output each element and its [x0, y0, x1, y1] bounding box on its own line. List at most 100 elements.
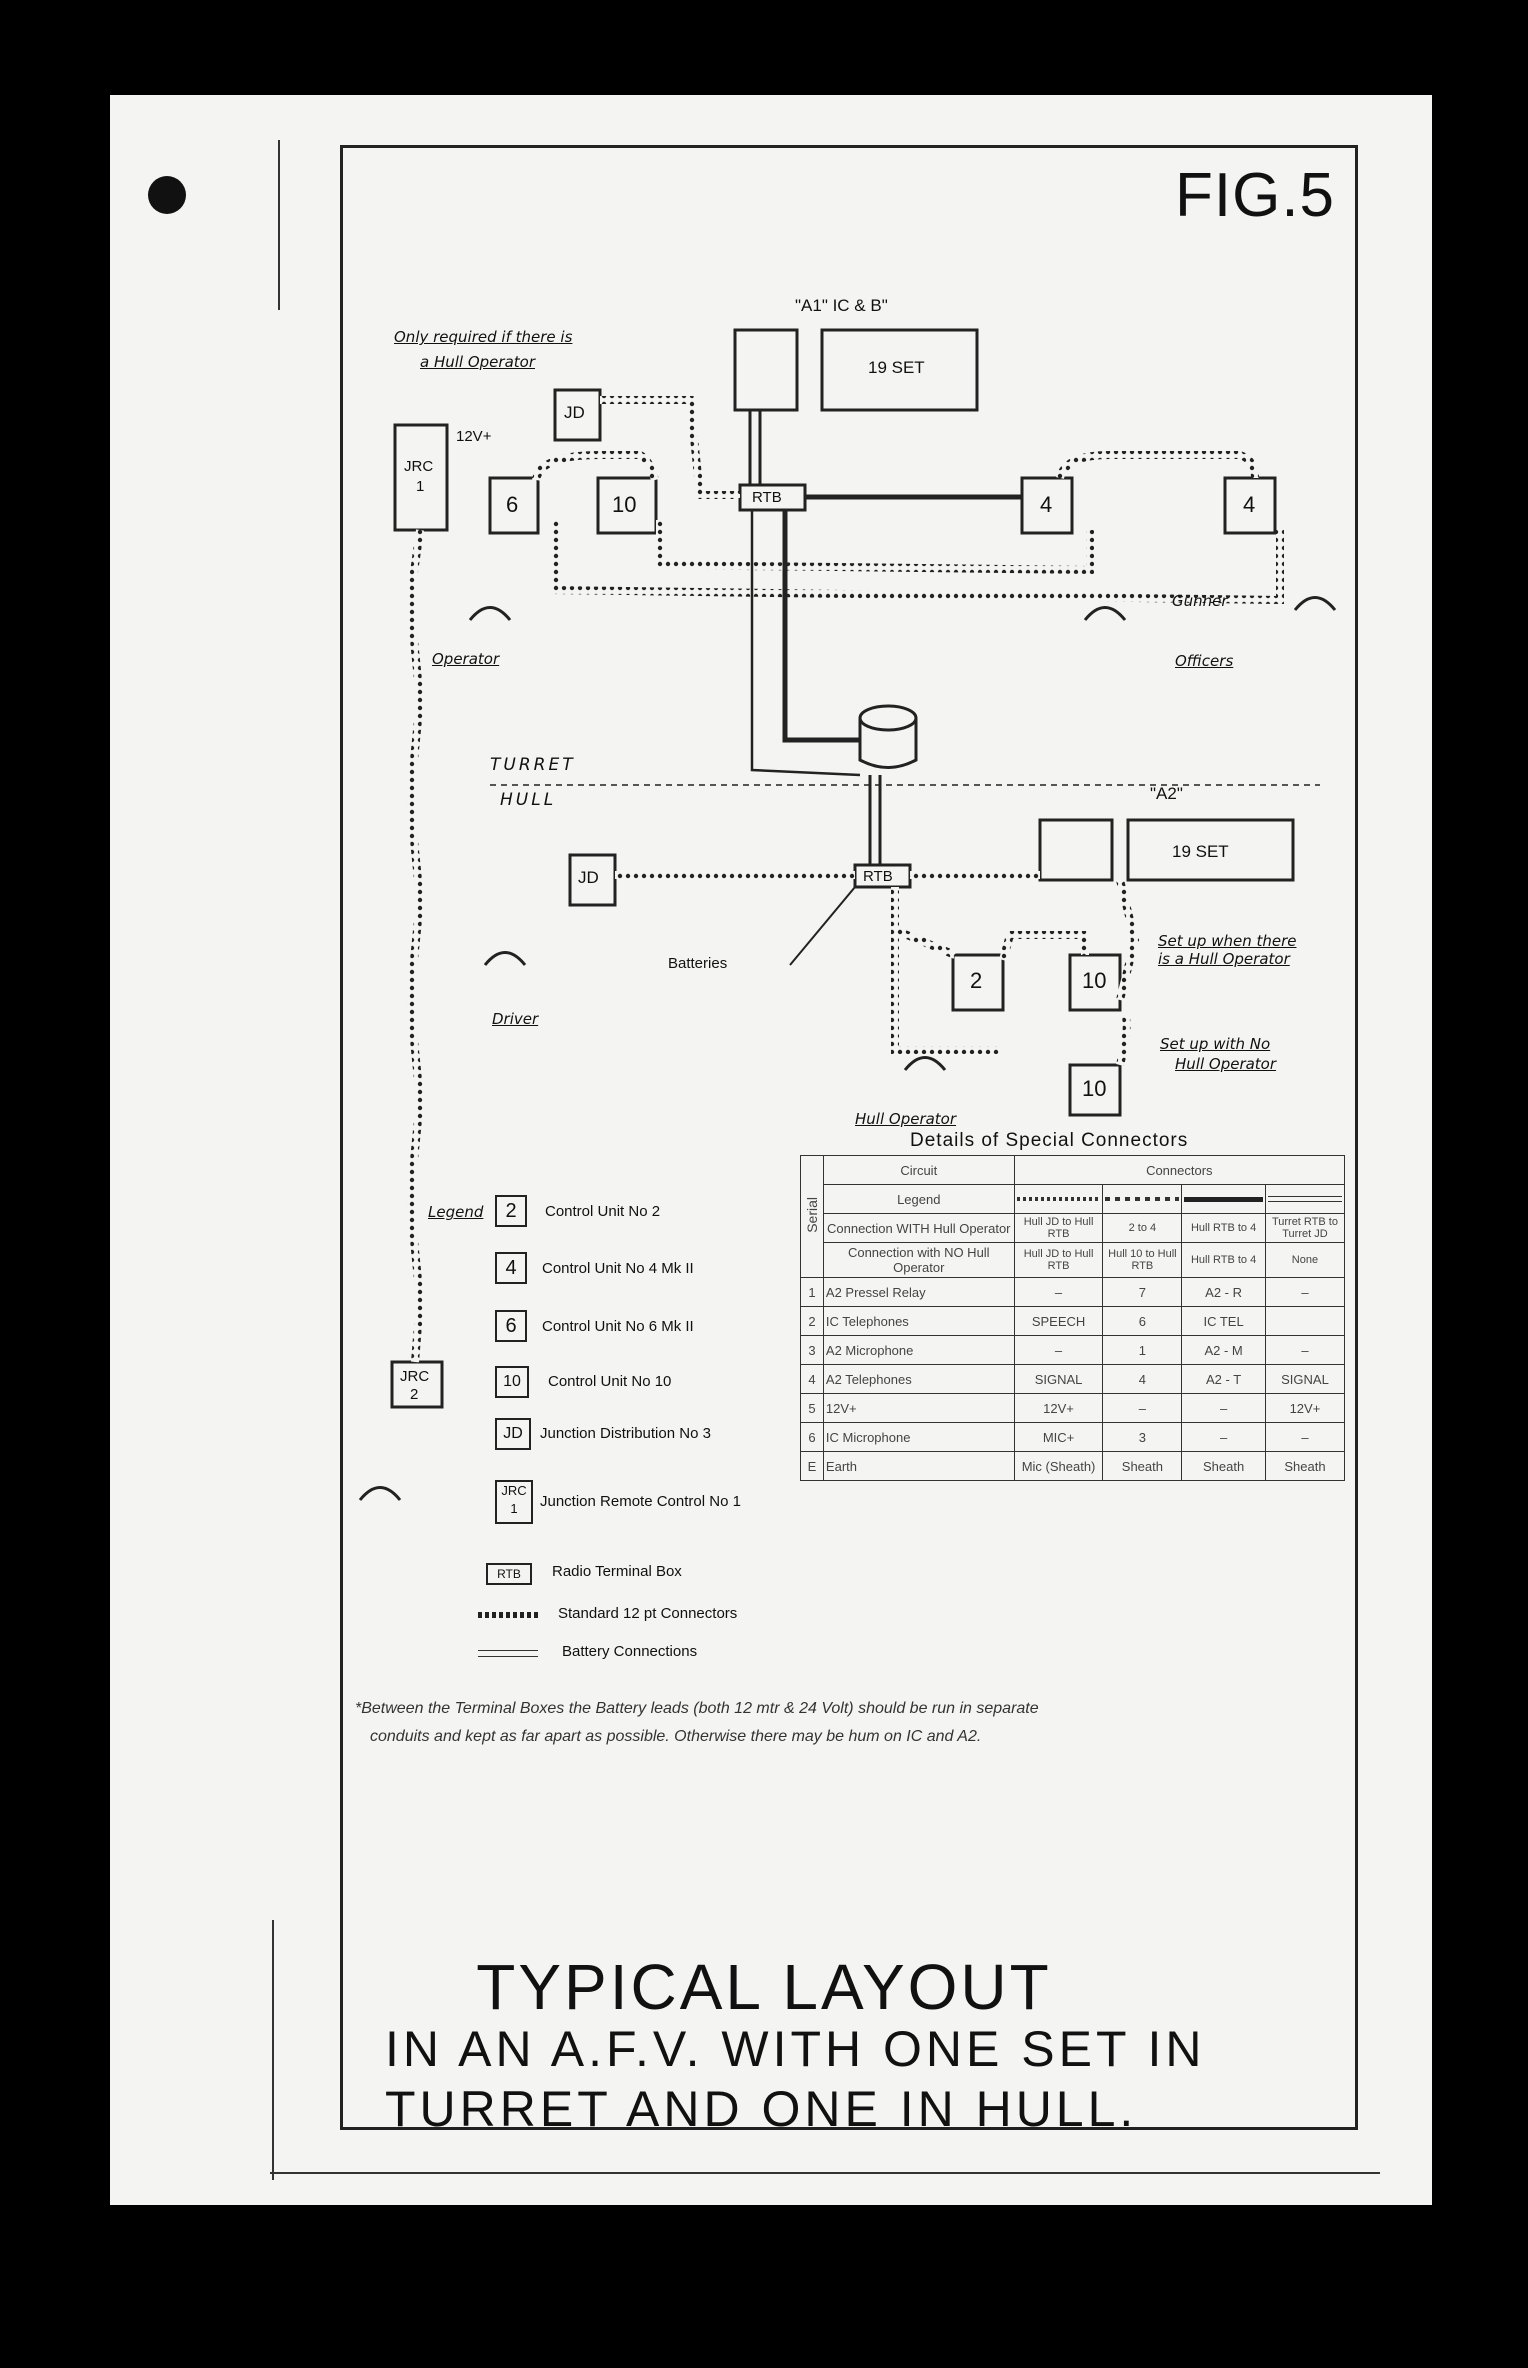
connector-jd-rtb — [600, 396, 740, 499]
turret-voltage-label: 12V+ — [456, 428, 492, 445]
connectors-table: Serial Circuit Connectors Legend Connect… — [800, 1155, 1346, 1481]
cell-c2: – — [1102, 1393, 1183, 1423]
connection-with-3: Hull RTB to 4 — [1181, 1213, 1266, 1243]
legend-symbol-6: 6 — [495, 1310, 527, 1342]
cell-circuit: A2 Pressel Relay — [822, 1277, 1015, 1307]
cell-serial: 4 — [800, 1364, 824, 1394]
turret-unit-4b-label: 4 — [1243, 492, 1256, 517]
turret-jd-label: JD — [564, 403, 585, 422]
cell-c2: 6 — [1102, 1306, 1183, 1336]
cell-c3: – — [1181, 1393, 1266, 1423]
turret-unit-4a-box — [1020, 476, 1074, 535]
driver-label: Driver — [492, 1010, 539, 1028]
hull-unit-2-label: 2 — [970, 968, 983, 993]
jrc1-label-2: 1 — [416, 478, 425, 495]
hull-rtb-label: RTB — [863, 868, 893, 885]
setup-without-line2: Hull Operator — [1175, 1055, 1277, 1073]
hull-set-label: 19 SET — [1172, 842, 1229, 861]
turret-unit-10-label: 10 — [612, 492, 637, 517]
legend-text-10: Control Unit No 10 — [548, 1373, 672, 1390]
bottom-edge-line — [270, 2172, 1380, 2174]
cell-serial: 3 — [800, 1335, 824, 1365]
legend-text-jrc: Junction Remote Control No 1 — [540, 1493, 741, 1510]
cell-c4: 12V+ — [1264, 1393, 1346, 1423]
margin-line-top — [278, 140, 280, 310]
hull-19-set-box — [1126, 818, 1295, 882]
cell-circuit: A2 Telephones — [822, 1364, 1015, 1394]
hull-set-group-label: "A2" — [1150, 784, 1183, 803]
cell-c1: MIC+ — [1013, 1422, 1104, 1452]
connection-without-3: Hull RTB to 4 — [1181, 1242, 1266, 1278]
drawing-frame — [340, 145, 1358, 2130]
turret-jd-box — [553, 388, 602, 442]
connector-set-10a — [1116, 879, 1140, 1001]
cell-c4: – — [1264, 1277, 1346, 1307]
turret-rtb-label: RTB — [752, 489, 782, 506]
legend-text-6: Control Unit No 6 Mk II — [542, 1318, 694, 1335]
legend-text-jd: Junction Distribution No 3 — [540, 1425, 711, 1442]
jrc1-label-1: JRC — [404, 458, 434, 475]
legend-row-label: Legend — [822, 1184, 1015, 1214]
hull-set-left-box — [1038, 818, 1114, 882]
connection-without-2: Hull 10 to Hull RTB — [1102, 1242, 1183, 1278]
hull-unit-10a-box — [1068, 953, 1122, 1012]
cell-serial: 5 — [800, 1393, 824, 1423]
document-sheet — [110, 95, 1432, 2205]
turret-set-group-label: "A1" IC & B" — [795, 296, 888, 315]
cell-c4 — [1264, 1306, 1346, 1336]
legend-battery-text: Battery Connections — [562, 1643, 698, 1660]
legend-line-standard — [478, 1612, 538, 1618]
hull-operator-label: Hull Operator — [855, 1110, 957, 1128]
margin-line-bottom — [272, 1920, 274, 2180]
turret-19-set-box — [820, 328, 979, 412]
cell-c2: 3 — [1102, 1422, 1183, 1452]
legend-symbol-jrc: JRC 1 — [495, 1480, 533, 1524]
legend-symbol-2: 2 — [495, 1195, 527, 1227]
page-title: TYPICAL LAYOUT — [476, 1951, 1052, 2023]
legend-symbol-10: 10 — [495, 1366, 529, 1398]
cell-serial: E — [800, 1451, 824, 1481]
cell-c2: 1 — [1102, 1335, 1183, 1365]
battery-lead-turret-2 — [750, 510, 861, 777]
cell-c1: SPEECH — [1013, 1306, 1104, 1336]
cell-circuit: 12V+ — [822, 1393, 1015, 1423]
hull-jd-box — [568, 853, 617, 907]
circuit-header: Circuit — [822, 1155, 1015, 1185]
battery-lead-turret — [782, 510, 860, 743]
cell-serial: 6 — [800, 1422, 824, 1452]
legend-heading: Legend — [428, 1203, 484, 1221]
hull-unit-2-box — [951, 953, 1005, 1012]
figure-label: FIG.5 — [1175, 161, 1336, 230]
cell-c2: Sheath — [1102, 1451, 1183, 1481]
title-line2: IN AN A.F.V. WITH ONE SET IN — [385, 2021, 1206, 2077]
turret-unit-6-label: 6 — [506, 492, 519, 517]
batteries-label: Batteries — [668, 955, 728, 972]
jrc2-label-1: JRC — [400, 1368, 430, 1385]
connection-with-2: 2 to 4 — [1102, 1213, 1183, 1243]
turret-set-left-box — [733, 328, 799, 412]
legend-text-rtb: Radio Terminal Box — [552, 1563, 682, 1580]
connectors-table-title: Details of Special Connectors — [910, 1130, 1189, 1151]
turret-unit-4b-box — [1223, 476, 1277, 535]
hull-unit-10a-label: 10 — [1082, 968, 1107, 993]
connection-without-1: Hull JD to Hull RTB — [1013, 1242, 1104, 1278]
legend-standard-text: Standard 12 pt Connectors — [558, 1605, 738, 1622]
cell-circuit: A2 Microphone — [822, 1335, 1015, 1365]
connectors-header: Connectors — [1013, 1155, 1346, 1185]
cell-c1: – — [1013, 1277, 1104, 1307]
connector-rtb-unit2 — [891, 887, 957, 959]
turret-unit-4a-label: 4 — [1040, 492, 1053, 517]
cell-circuit: Earth — [822, 1451, 1015, 1481]
hull-unit-10b-label: 10 — [1082, 1076, 1107, 1101]
connection-with-4: Turret RTB to Turret JD — [1264, 1213, 1346, 1243]
setup-with-line2: is a Hull Operator — [1158, 950, 1290, 968]
officers-label: Officers — [1175, 652, 1234, 670]
turret-note-line1: Only required if there is — [394, 328, 573, 346]
cell-c3: – — [1181, 1422, 1266, 1452]
